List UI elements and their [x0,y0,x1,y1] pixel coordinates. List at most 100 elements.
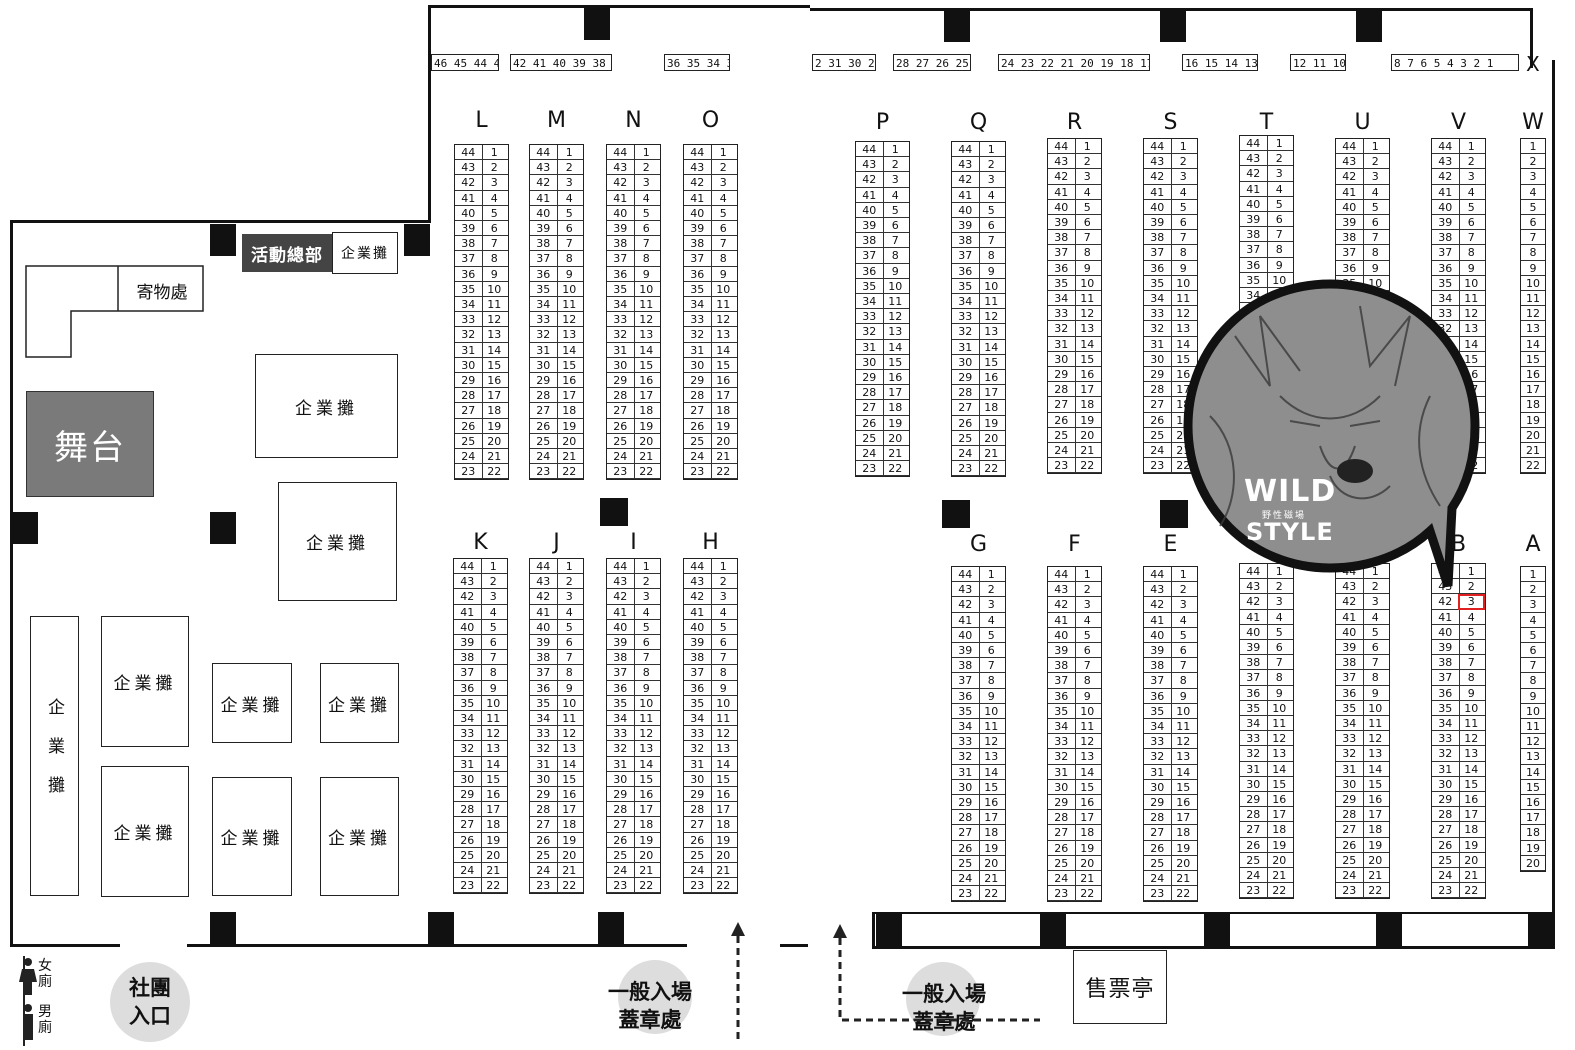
booth-J-44[interactable]: 44 [530,559,558,575]
booth-O-36[interactable]: 36 [684,266,712,282]
booth-Q-3[interactable]: 3 [977,172,1005,188]
booth-M-6[interactable]: 6 [555,221,583,237]
booth-W-12[interactable]: 12 [1521,306,1545,322]
booth-O-26[interactable]: 26 [684,418,712,434]
booth-V-33[interactable]: 33 [1432,306,1460,322]
booth-H-38[interactable]: 38 [684,650,712,666]
booth-L-7[interactable]: 7 [480,236,508,252]
booth-T-35[interactable]: 35 [1240,272,1268,288]
booth-C-42[interactable]: 42 [1336,594,1364,610]
booth-J-11[interactable]: 11 [555,711,583,727]
booth-K-23[interactable]: 23 [454,878,482,894]
booth-M-27[interactable]: 27 [530,403,558,419]
booth-A-5[interactable]: 5 [1521,628,1545,643]
booth-F-16[interactable]: 16 [1073,795,1101,811]
booth-T-43[interactable]: 43 [1240,151,1268,167]
booth-U-43[interactable]: 43 [1336,154,1364,170]
booth-N-39[interactable]: 39 [607,221,635,237]
booth-D-7[interactable]: 7 [1265,655,1293,671]
booth-R-36[interactable]: 36 [1048,260,1076,276]
booth-L-35[interactable]: 35 [455,281,483,297]
booth-N-9[interactable]: 9 [632,267,660,282]
booth-D-22[interactable]: 22 [1265,883,1293,899]
booth-G-23[interactable]: 23 [952,886,980,902]
booth-P-20[interactable]: 20 [881,431,909,446]
booth-N-32[interactable]: 32 [607,327,635,343]
booth-D-5[interactable]: 5 [1265,625,1293,640]
booth-J-31[interactable]: 31 [530,756,558,772]
booth-J-18[interactable]: 18 [555,817,583,833]
booth-V-36[interactable]: 36 [1432,260,1460,276]
booth-D-16[interactable]: 16 [1265,792,1293,808]
booth-E-23[interactable]: 23 [1144,886,1172,902]
booth-H-13[interactable]: 13 [709,741,737,757]
booth-F-9[interactable]: 9 [1073,689,1101,704]
booth-H-24[interactable]: 24 [684,863,712,879]
booth-W-20[interactable]: 20 [1521,428,1545,443]
booth-S-43[interactable]: 43 [1144,154,1172,170]
booth-L-4[interactable]: 4 [480,191,508,206]
booth-L-39[interactable]: 39 [455,221,483,237]
booth-O-30[interactable]: 30 [684,357,712,373]
booth-M-32[interactable]: 32 [530,327,558,343]
booth-I-32[interactable]: 32 [607,741,635,757]
booth-N-44[interactable]: 44 [607,145,635,161]
booth-K-12[interactable]: 12 [479,726,507,742]
booth-V-40[interactable]: 40 [1432,199,1460,215]
booth-J-6[interactable]: 6 [555,635,583,651]
booth-F-19[interactable]: 19 [1073,841,1101,856]
booth-P-32[interactable]: 32 [856,324,884,340]
booth-O-27[interactable]: 27 [684,403,712,419]
booth-H-6[interactable]: 6 [709,635,737,651]
booth-U-36[interactable]: 36 [1336,260,1364,276]
booth-O-11[interactable]: 11 [709,297,737,313]
booth-R-5[interactable]: 5 [1073,200,1101,215]
booth-R-24[interactable]: 24 [1048,443,1076,459]
booth-J-12[interactable]: 12 [555,726,583,742]
booth-L-37[interactable]: 37 [455,251,483,267]
booth-R-14[interactable]: 14 [1073,337,1101,352]
booth-I-23[interactable]: 23 [607,878,635,894]
booth-K-20[interactable]: 20 [479,848,507,863]
booth-O-19[interactable]: 19 [709,419,737,434]
booth-J-42[interactable]: 42 [530,589,558,605]
booth-J-32[interactable]: 32 [530,741,558,757]
booth-K-1[interactable]: 1 [479,559,507,575]
booth-N-6[interactable]: 6 [632,221,660,237]
booth-Q-41[interactable]: 41 [952,187,980,203]
booth-D-42[interactable]: 42 [1240,594,1268,610]
booth-G-13[interactable]: 13 [977,749,1005,765]
booth-G-25[interactable]: 25 [952,855,980,871]
booth-T-2[interactable]: 2 [1265,151,1293,167]
booth-F-11[interactable]: 11 [1073,719,1101,735]
booth-H-14[interactable]: 14 [709,757,737,772]
booth-D-14[interactable]: 14 [1265,762,1293,777]
booth-Q-39[interactable]: 39 [952,218,980,234]
booth-N-37[interactable]: 37 [607,251,635,267]
booth-Q-26[interactable]: 26 [952,415,980,431]
booth-I-35[interactable]: 35 [607,695,635,711]
booth-U-42[interactable]: 42 [1336,169,1364,185]
booth-I-17[interactable]: 17 [632,802,660,818]
booth-D-20[interactable]: 20 [1265,853,1293,868]
booth-E-44[interactable]: 44 [1144,567,1172,583]
booth-G-27[interactable]: 27 [952,825,980,841]
booth-R-4[interactable]: 4 [1073,185,1101,200]
booth-N-5[interactable]: 5 [632,206,660,221]
booth-R-32[interactable]: 32 [1048,321,1076,337]
booth-B-34[interactable]: 34 [1432,716,1460,732]
booth-B-5[interactable]: 5 [1457,625,1485,640]
booth-P-5[interactable]: 5 [881,203,909,218]
booth-I-22[interactable]: 22 [632,878,660,894]
booth-J-20[interactable]: 20 [555,848,583,863]
booth-D-21[interactable]: 21 [1265,868,1293,884]
booth-T-38[interactable]: 38 [1240,227,1268,243]
booth-L-40[interactable]: 40 [455,205,483,221]
booth-G-36[interactable]: 36 [952,688,980,704]
booth-K-6[interactable]: 6 [479,635,507,651]
booth-R-39[interactable]: 39 [1048,215,1076,231]
booth-I-33[interactable]: 33 [607,726,635,742]
booth-G-37[interactable]: 37 [952,673,980,689]
booth-M-39[interactable]: 39 [530,221,558,237]
booth-R-8[interactable]: 8 [1073,245,1101,261]
